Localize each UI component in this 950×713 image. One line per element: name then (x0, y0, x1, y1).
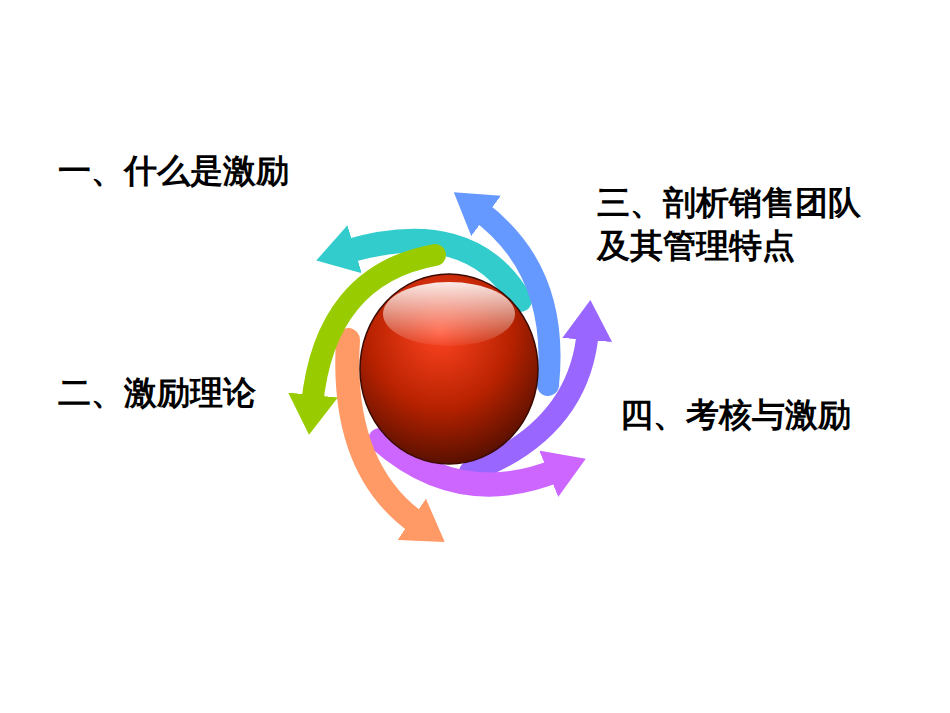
center-sphere (360, 274, 538, 464)
topic-label: 一、什么是激励 (58, 150, 289, 193)
sphere-highlight (383, 282, 515, 346)
topic-label: 二、激励理论 (58, 372, 256, 415)
topic-label: 四、考核与激励 (620, 394, 851, 437)
topic-label: 三、剖析销售团队 及其管理特点 (597, 182, 887, 268)
